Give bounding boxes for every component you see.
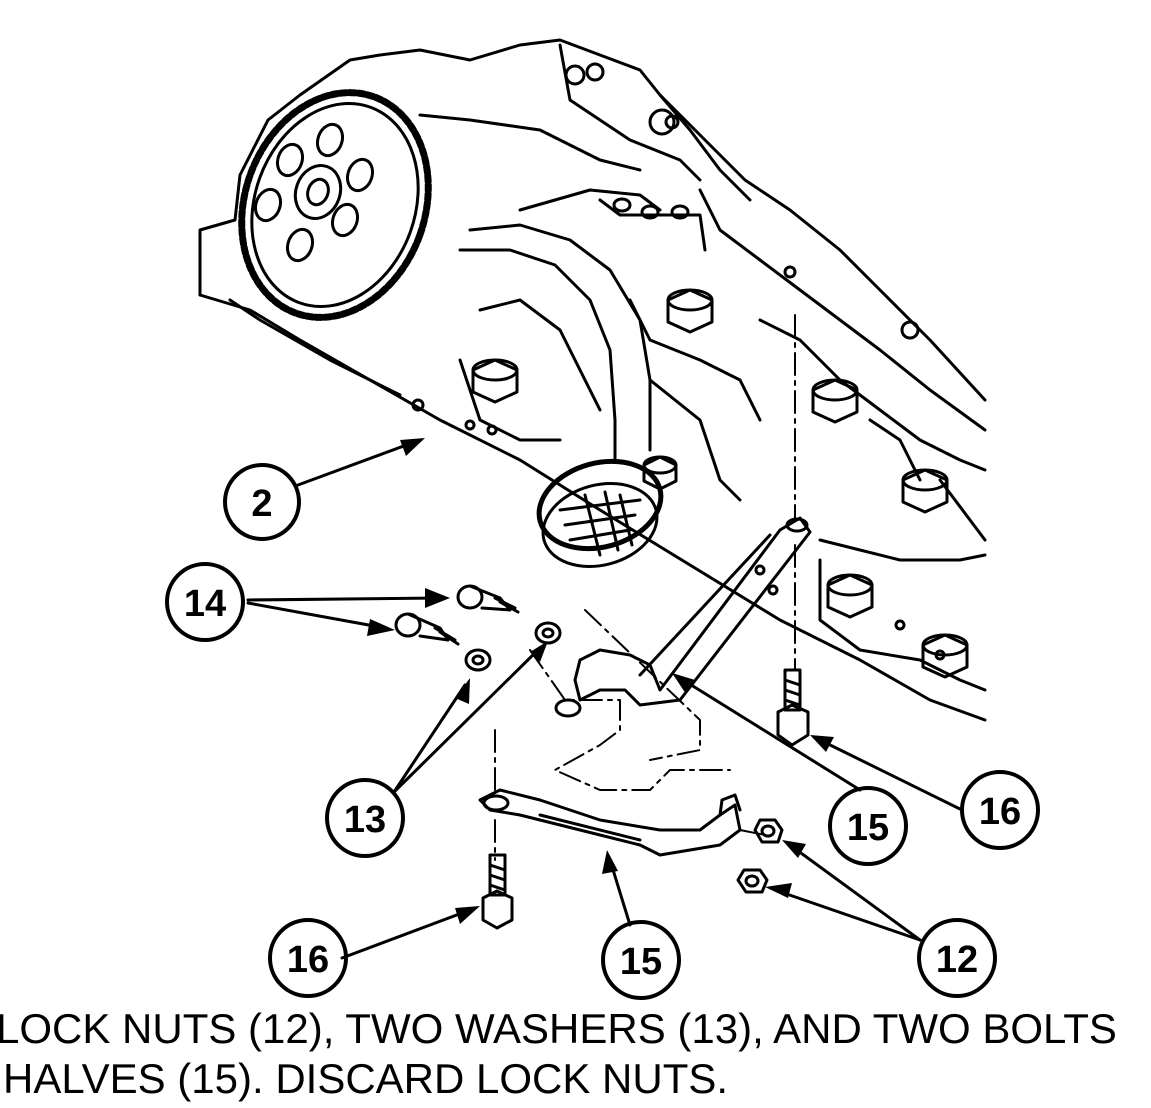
callout-label-14: 14: [184, 583, 226, 625]
block-cap-bolts: [471, 288, 969, 679]
oil-pickup-screen: [536, 458, 664, 568]
caption-line-2: HALVES (15). DISCARD LOCK NUTS.: [3, 1055, 729, 1102]
callout-label-15-lower: 15: [620, 941, 662, 983]
alignment-lines: [494, 314, 796, 861]
callout-label-2: 2: [251, 483, 272, 525]
callout-labels: 2 14 13 15 16 15 16 12: [184, 483, 1021, 983]
callout-label-16-right: 16: [979, 791, 1021, 833]
leader-lines: [246, 438, 964, 960]
callout-label-15-right: 15: [847, 807, 889, 849]
oil-pickup-tube: [458, 188, 690, 462]
callout-circle-15-lower: [601, 920, 681, 1000]
support-bracket-lower: [478, 788, 742, 857]
arrow-heads: [367, 438, 834, 924]
timing-gear: [238, 89, 432, 321]
callout-circle-12: [917, 918, 997, 998]
washer-13-upper: [534, 621, 562, 645]
callout-label-16-lower: 16: [287, 939, 329, 981]
caption-line-1: LOCK NUTS (12), TWO WASHERS (13), AND TW…: [0, 1005, 1117, 1052]
callout-label-13: 13: [344, 799, 386, 841]
bolt-14-upper: [456, 584, 520, 614]
lock-nut-12-lower: [736, 868, 769, 894]
bolt-16-right: [776, 668, 810, 747]
callout-circle-15-right: [828, 786, 908, 866]
callout-circles: [165, 463, 1040, 1000]
engine-block: [198, 38, 987, 722]
exploded-view-diagram: 2 14 13 15 16 15 16 12: [165, 38, 1040, 1000]
lock-nut-12-upper: [753, 818, 784, 844]
callout-circle-16-right: [960, 770, 1040, 850]
bolt-14-lower: [394, 612, 460, 646]
callout-circle-14: [165, 562, 245, 642]
callout-circle-16-lower: [268, 918, 348, 998]
support-bracket-upper: [554, 516, 812, 718]
washer-13-lower: [464, 648, 492, 672]
callout-circle-13: [325, 778, 405, 858]
bolt-16-left: [481, 853, 514, 930]
callout-circle-2: [223, 463, 301, 541]
callout-label-12: 12: [936, 939, 978, 981]
